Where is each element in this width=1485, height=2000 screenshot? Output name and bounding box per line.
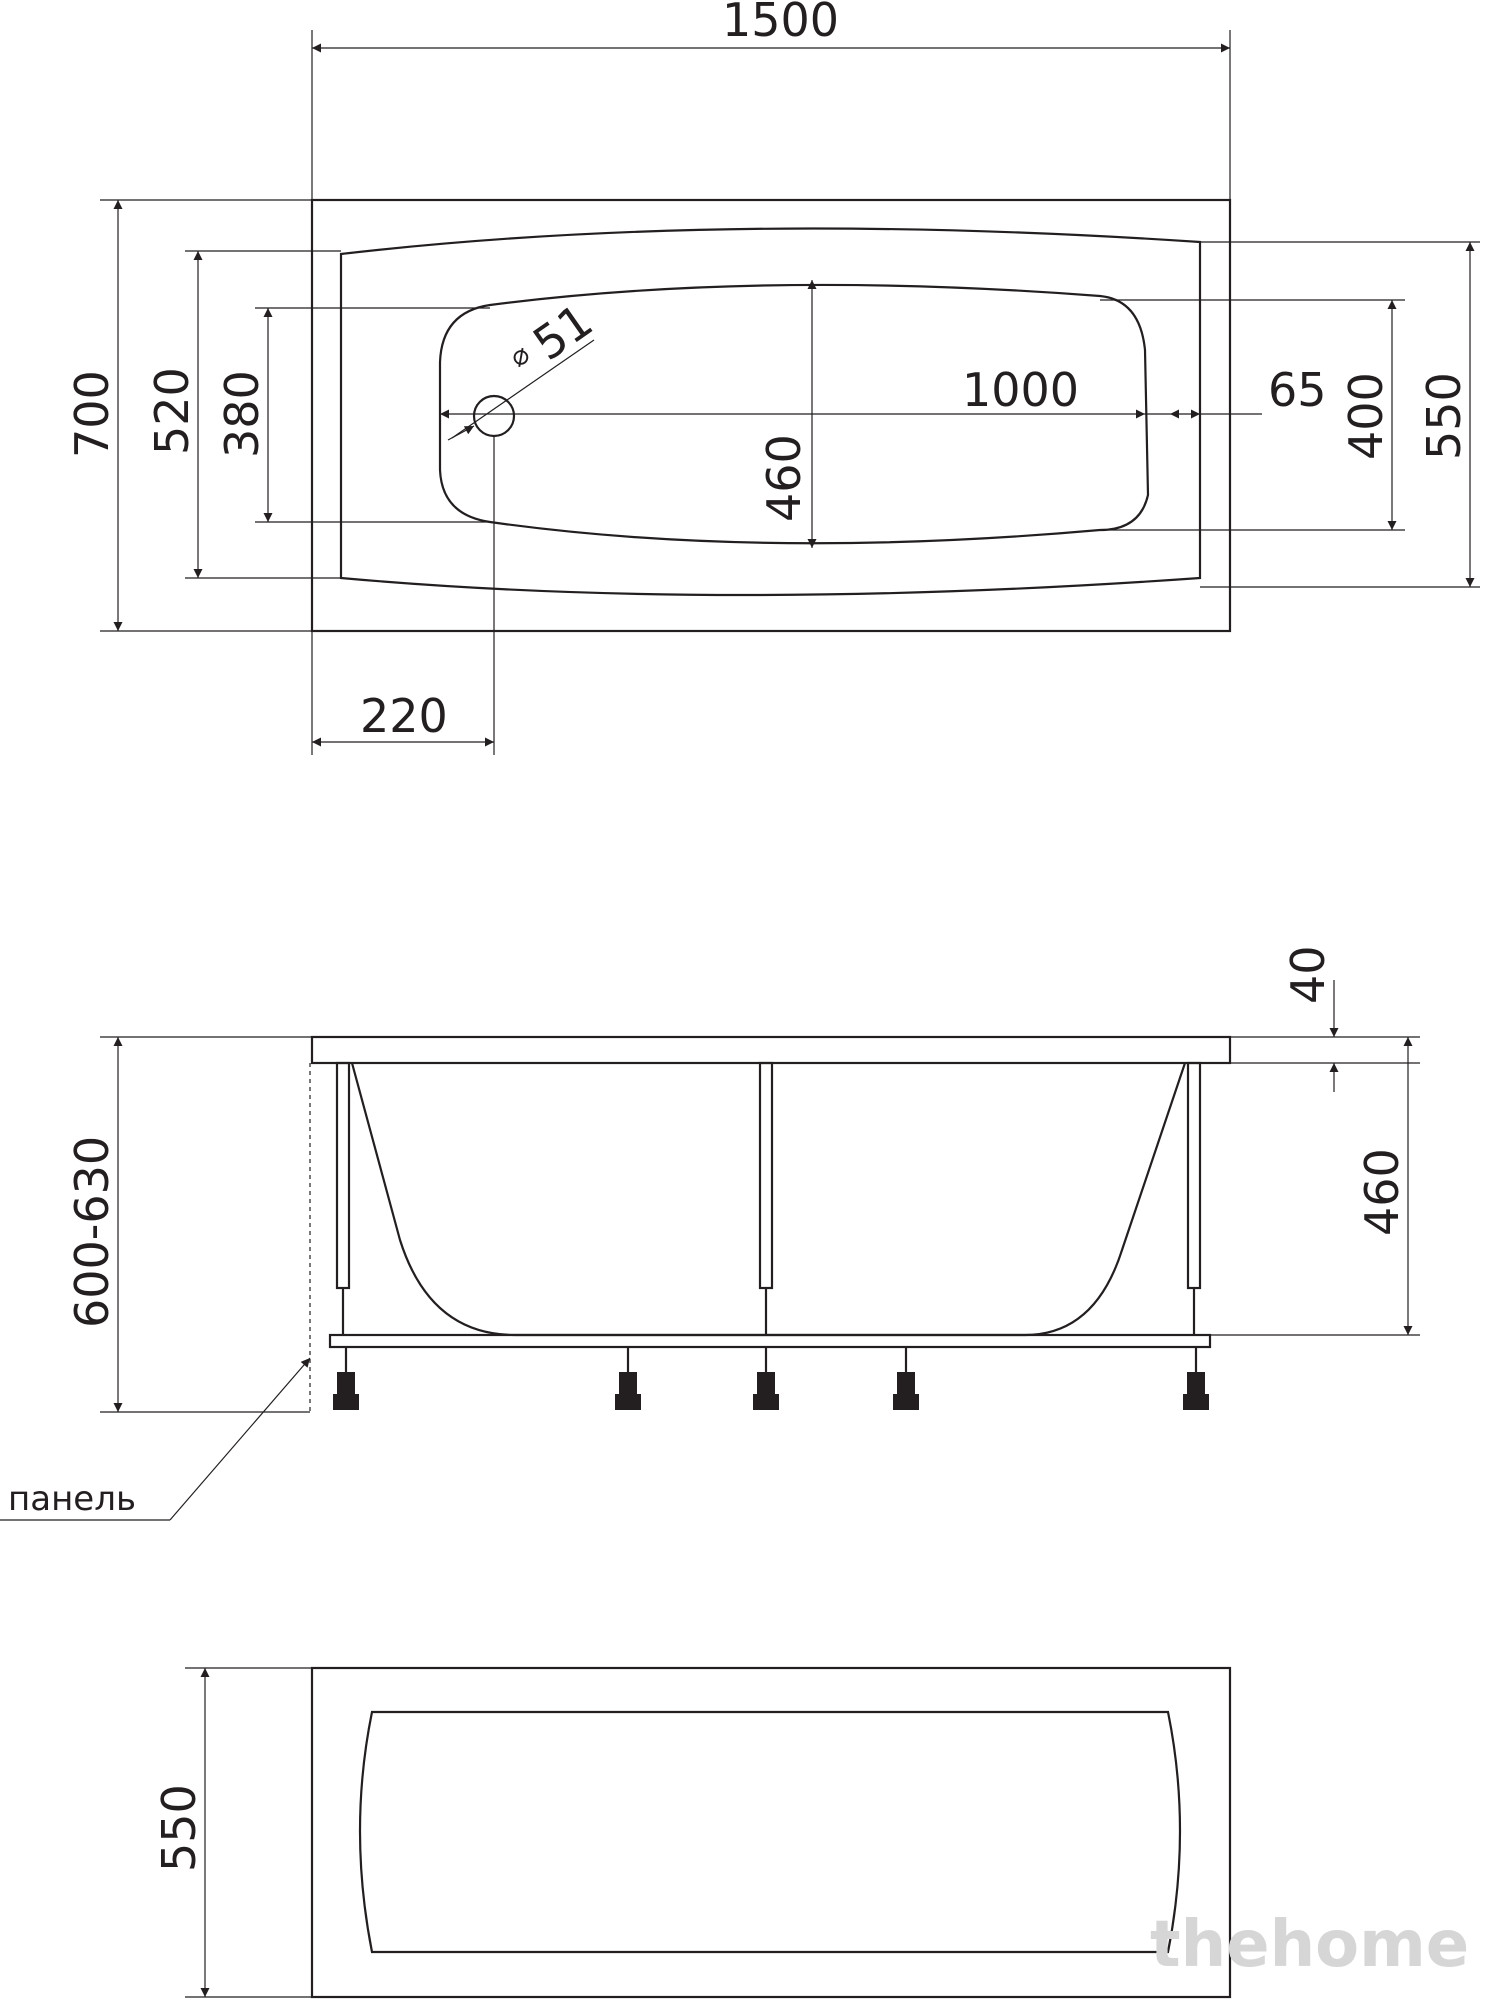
dim-end-offset: 65	[1268, 363, 1327, 417]
dim-total-height: 600-630	[65, 1136, 119, 1328]
leg-left	[335, 1061, 351, 1290]
dim-overall-length: 1500	[722, 0, 839, 47]
drain-leader-line	[451, 339, 595, 439]
top-view-outer-rim	[310, 198, 1232, 633]
frame-legs	[335, 1061, 1202, 1335]
top-view-inner-rim	[339, 227, 1202, 597]
adjustable-feet	[333, 1347, 1209, 1410]
dim-rim-width-400: 400	[1339, 372, 1393, 460]
dim-drain-offset: 220	[360, 689, 448, 743]
side-view-frame-bar	[328, 1333, 1212, 1349]
dim-overall-width: 700	[65, 370, 119, 458]
foot-1	[333, 1347, 359, 1410]
drain-diameter-symbol: ⌀	[503, 337, 536, 374]
leg-right	[1186, 1061, 1202, 1290]
dim-rim-thickness: 40	[1281, 945, 1335, 1004]
side-view-tub-body	[350, 1062, 1187, 1337]
dim-rim-width-550: 550	[1417, 372, 1471, 460]
leg-middle	[758, 1061, 774, 1290]
dim-bottom-length: 1000	[962, 363, 1079, 417]
dim-inner-width-380: 380	[215, 370, 269, 458]
foot-4	[893, 1347, 919, 1410]
watermark: thehome	[1150, 1908, 1469, 1982]
foot-5	[1183, 1347, 1209, 1410]
top-view-basin-outline	[438, 283, 1150, 545]
foot-2	[615, 1347, 641, 1410]
panel-outer-rect	[310, 1666, 1232, 1999]
top-view: 1500 700 520 380 ⌀ 51 1000 65 460	[65, 0, 1480, 755]
dim-tub-depth: 460	[1355, 1148, 1409, 1236]
side-view-rim	[310, 1035, 1232, 1065]
foot-3	[753, 1347, 779, 1410]
drain-diameter: 51	[523, 293, 602, 371]
drain-circle	[472, 394, 516, 438]
panel-leader-line	[169, 1357, 311, 1521]
side-view: 600-630 40 460 панель	[0, 945, 1420, 1521]
panel-view: 550	[152, 1666, 1232, 1999]
dim-inner-width-520: 520	[145, 367, 199, 455]
panel-inner-shape	[358, 1710, 1182, 1954]
dim-panel-height: 550	[152, 1784, 206, 1872]
panel-label: панель	[8, 1479, 136, 1519]
dim-bottom-width: 460	[757, 434, 811, 522]
